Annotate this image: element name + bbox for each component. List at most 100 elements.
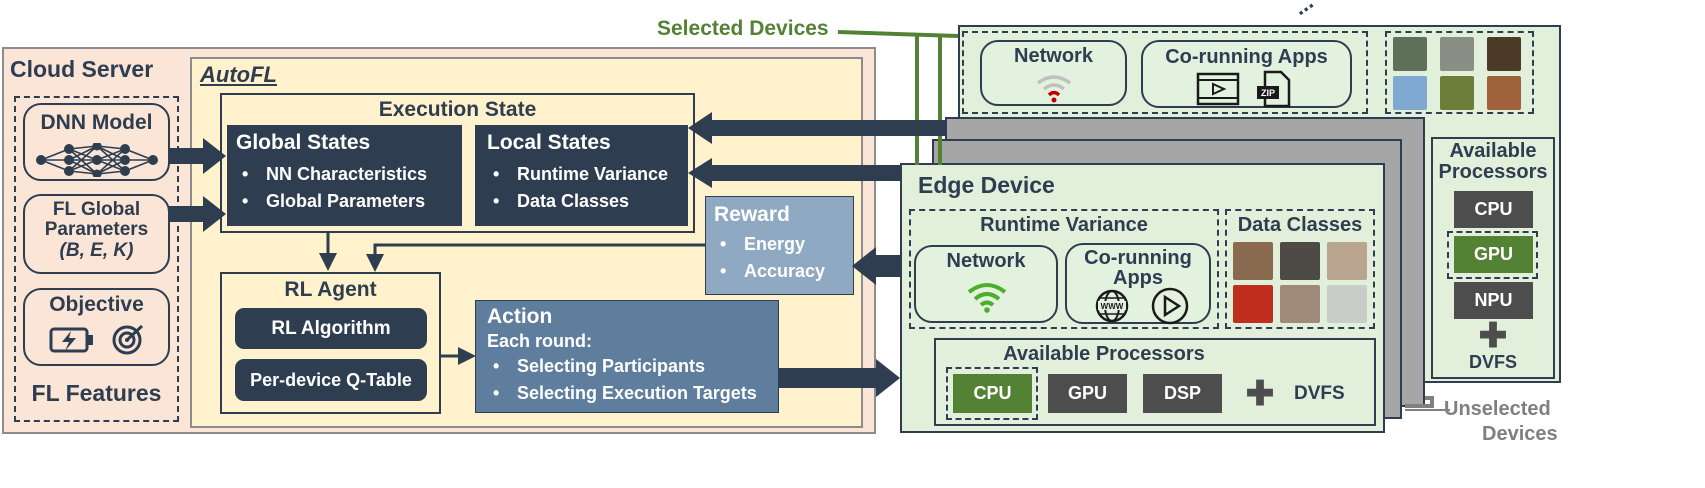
edge-corunning-label-1: Co-running (1084, 247, 1192, 269)
objective-box: Objective (23, 288, 170, 366)
reward-item: Energy (714, 231, 853, 258)
back-processors-title-2: Processors (1438, 161, 1548, 183)
edge-device-title: Edge Device (918, 172, 1055, 198)
fl-params-line3: (B, E, K) (59, 240, 134, 261)
battery-charge-icon (49, 327, 93, 353)
back-dvfs-label: DVFS (1468, 352, 1517, 372)
cpu-chip: CPU (953, 374, 1032, 413)
data-classes-title: Data Classes (1237, 214, 1363, 236)
action-box: Action Each round: Selecting Participant… (475, 300, 779, 413)
back-cpu-chip: CPU (1454, 191, 1533, 228)
global-states-list: NN Characteristics Global Parameters (236, 161, 462, 215)
back-processors-box (1431, 137, 1555, 379)
params-to-global-arrow (169, 196, 226, 232)
plus-icon: ✚ (1245, 375, 1275, 413)
data-classes-group (1225, 209, 1375, 329)
data-image (1327, 285, 1367, 323)
back-plus-icon: ✚ (1478, 317, 1508, 355)
www-globe-icon: WWW (1095, 289, 1129, 323)
back-gpu-chip: GPU (1454, 236, 1533, 273)
rl-algorithm-box: RL Algorithm (235, 308, 427, 349)
video-icon (1196, 72, 1240, 106)
action-subtitle: Each round: (487, 331, 593, 351)
back-runtime-group (962, 31, 1368, 114)
neural-network-icon (36, 143, 158, 177)
action-list: Selecting Participants Selecting Executi… (487, 353, 778, 407)
runtime-variance-group (909, 209, 1219, 329)
local-states-list: Runtime Variance Data Classes (487, 161, 688, 215)
data-image (1280, 285, 1320, 323)
global-states-title: Global States (236, 131, 371, 154)
local-states-title: Local States (487, 131, 611, 154)
runtime-variance-title: Runtime Variance (980, 214, 1148, 236)
device-to-local-arrow-1 (688, 112, 945, 144)
dnn-to-global-arrow (169, 138, 226, 174)
reward-to-agent-connector (366, 243, 705, 272)
back-processors-title-1: Available (1449, 140, 1537, 162)
edge-network-label: Network (946, 250, 1026, 272)
local-state-item: Data Classes (487, 188, 688, 215)
reward-box: Reward Energy Accuracy (705, 196, 854, 295)
dvfs-label: DVFS (1294, 383, 1345, 404)
data-image (1393, 76, 1427, 110)
data-image (1327, 242, 1367, 280)
svg-text:WWW: WWW (1101, 302, 1124, 311)
local-state-item: Runtime Variance (487, 161, 688, 188)
gpu-chip: GPU (1048, 374, 1127, 413)
back-network-box: Network (980, 40, 1127, 106)
back-corunning-label: Co-running Apps (1165, 46, 1328, 68)
fl-global-params-box: FL Global Parameters (B, E, K) (23, 194, 170, 274)
data-image (1280, 242, 1320, 280)
device-to-local-arrow-2 (688, 158, 901, 188)
data-image (1233, 285, 1273, 323)
wifi-icon (967, 283, 1007, 313)
data-image (1440, 76, 1474, 110)
execution-state-box (220, 93, 695, 233)
back-gpu-selected-frame (1447, 231, 1538, 279)
execution-state-title: Execution State (378, 98, 537, 121)
global-states-box: Global States NN Characteristics Global … (227, 125, 462, 226)
device-to-reward-arrow (852, 247, 900, 285)
action-to-device-arrow (779, 359, 900, 397)
dsp-chip: DSP (1143, 374, 1222, 413)
local-states-box: Local States Runtime Variance Data Class… (475, 125, 688, 226)
back-npu-chip: NPU (1454, 282, 1533, 319)
data-image (1233, 242, 1273, 280)
target-icon (112, 324, 144, 355)
edge-corunning-box: Co-running Apps WWW (1065, 243, 1211, 325)
unselected-devices-label-1: Unselected (1444, 398, 1551, 420)
action-item: Selecting Execution Targets (487, 380, 778, 407)
autofl-title: AutoFL (200, 62, 277, 87)
reward-list: Energy Accuracy (714, 231, 853, 285)
zip-file-icon: ZIP (1257, 70, 1291, 108)
edge-corunning-label-2: Apps (1113, 267, 1163, 289)
q-table-box: Per-device Q-Table (235, 359, 427, 401)
unselected-devices-connector (1405, 396, 1450, 411)
action-title: Action (487, 305, 553, 328)
global-state-item: NN Characteristics (236, 161, 462, 188)
available-processors-box (934, 338, 1376, 426)
dnn-model-label: DNN Model (40, 111, 153, 134)
global-state-item: Global Parameters (236, 188, 462, 215)
rl-agent-box (220, 272, 441, 414)
wifi-weak-icon (1036, 75, 1072, 103)
unselected-devices-label-2: Devices (1482, 423, 1558, 445)
available-processors-title: Available Processors (1003, 343, 1205, 365)
action-item: Selecting Participants (487, 353, 778, 380)
reward-item: Accuracy (714, 258, 853, 285)
fl-params-line1: FL Global (52, 199, 141, 220)
svg-text:ZIP: ZIP (1261, 88, 1275, 98)
fl-params-line2: Parameters (44, 219, 149, 240)
reward-title: Reward (714, 203, 790, 226)
back-network-label: Network (1014, 45, 1093, 67)
data-image (1440, 37, 1474, 71)
edge-network-box: Network (914, 245, 1058, 323)
fl-features-group (14, 96, 179, 422)
cloud-server-title: Cloud Server (10, 56, 154, 82)
data-image (1487, 37, 1521, 71)
data-image (1487, 76, 1521, 110)
back-data-classes-group (1385, 31, 1534, 114)
play-icon (1151, 287, 1189, 325)
back-corunning-box: Co-running Apps ZIP (1141, 40, 1352, 108)
